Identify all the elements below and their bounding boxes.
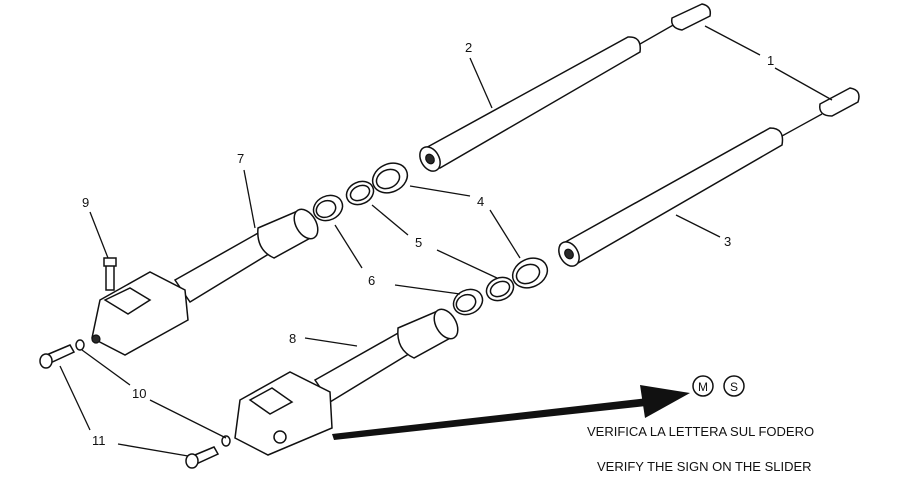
callout-11: 11 — [92, 433, 106, 448]
oil-seal-upper — [312, 194, 344, 222]
callout-7: 7 — [237, 151, 244, 166]
washer-10-lower — [221, 435, 231, 447]
dust-seal-upper — [371, 162, 409, 194]
leader-lines — [59, 25, 833, 457]
callout-5: 5 — [415, 235, 422, 250]
washer-10-upper — [75, 339, 85, 351]
slider-marks: M S — [692, 375, 745, 397]
note-english: VERIFY THE SIGN ON THE SLIDER — [597, 459, 812, 474]
fork-tube-upper — [419, 36, 641, 172]
mark-s: S — [730, 380, 738, 394]
circlip-lower — [485, 276, 515, 302]
callout-10: 10 — [132, 386, 146, 401]
callout-3: 3 — [724, 234, 731, 249]
fork-cap-upper — [639, 3, 712, 45]
circlip-upper — [345, 180, 375, 206]
fork-tube-lower — [558, 127, 784, 267]
verify-arrow — [332, 385, 690, 440]
mark-m: M — [698, 380, 708, 394]
slider-upper — [91, 208, 319, 356]
note-italian: VERIFICA LA LETTERA SUL FODERO — [587, 424, 815, 439]
slider-lower — [234, 308, 459, 456]
bolt-11-lower — [185, 446, 220, 469]
callouts: 1 2 3 4 5 6 7 8 9 10 11 — [82, 40, 774, 448]
callout-2: 2 — [465, 40, 472, 55]
bolt-9 — [103, 257, 117, 291]
callout-1: 1 — [767, 53, 774, 68]
fork-cap-lower — [781, 87, 860, 137]
callout-4: 4 — [477, 194, 484, 209]
bolt-11-upper — [39, 344, 76, 369]
callout-9: 9 — [82, 195, 89, 210]
oil-seal-lower — [452, 288, 484, 316]
callout-6: 6 — [368, 273, 375, 288]
dust-seal-lower — [511, 257, 549, 289]
callout-8: 8 — [289, 331, 296, 346]
